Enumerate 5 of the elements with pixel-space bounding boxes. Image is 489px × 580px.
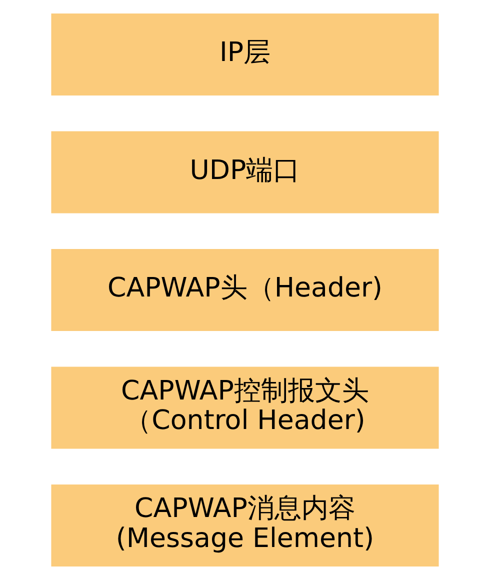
node-box: CAPWAP头（Header): [50, 249, 438, 331]
node-box: CAPWAP控制报文头（Control Header): [50, 366, 438, 449]
node-box: IP层: [50, 13, 438, 96]
node-box: UDP端口: [50, 131, 438, 214]
node-box: CAPWAP消息内容(Message Element): [50, 484, 438, 567]
